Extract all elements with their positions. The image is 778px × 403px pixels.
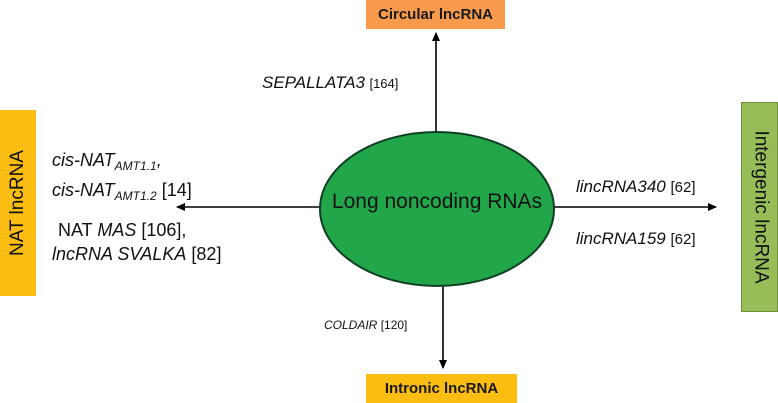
left-line-2: cis-NATAMT1.2 [14]	[52, 178, 192, 208]
left-line3-name: MAS	[97, 220, 137, 240]
left-line1-name: cis-NAT	[52, 150, 115, 170]
left-examples-lower: NAT MAS [106], lncRNA SVALKA [82]	[52, 218, 221, 266]
left-line-4: lncRNA SVALKA [82]	[52, 242, 221, 266]
intronic-lncrna-label: Intronic lncRNA	[384, 380, 499, 397]
left-line4-name: lncRNA SVALKA	[52, 244, 187, 264]
left-examples: cis-NATAMT1.1, cis-NATAMT1.2 [14]	[52, 148, 192, 208]
top-example-ref: [164]	[369, 76, 399, 91]
right-example1-ref: [62]	[670, 179, 696, 196]
right-example-2: lincRNA159 [62]	[576, 229, 696, 249]
nat-lncrna-box: NAT lncRNA	[0, 110, 36, 296]
right-example1-name: lincRNA340	[576, 177, 666, 196]
left-line4-ref: [82]	[191, 244, 222, 264]
left-line-1: cis-NATAMT1.1,	[52, 148, 192, 178]
right-example-1: lincRNA340 [62]	[576, 177, 696, 197]
top-example-name: SEPALLATA3	[262, 73, 365, 92]
left-line2-ref: [14]	[161, 180, 192, 200]
nat-lncrna-label: NAT lncRNA	[7, 150, 28, 256]
right-example2-name: lincRNA159	[576, 229, 666, 248]
left-line3-prefix: NAT	[58, 220, 93, 240]
right-example2-ref: [62]	[670, 231, 696, 248]
left-line3-ref: [106],	[141, 220, 187, 240]
left-line1-sep: ,	[156, 150, 162, 170]
circular-lncrna-label: Circular lncRNA	[377, 6, 494, 23]
left-line-3: NAT MAS [106],	[52, 218, 221, 242]
circular-lncrna-box: Circular lncRNA	[366, 0, 505, 29]
center-label: Long noncoding RNAs	[331, 190, 543, 213]
left-line2-name: cis-NAT	[52, 180, 115, 200]
intergenic-lncrna-box: Intergenic lncRNA	[741, 102, 778, 312]
left-line2-sub: AMT1.2	[114, 189, 157, 203]
center-ellipse	[319, 131, 555, 287]
top-example: SEPALLATA3 [164]	[262, 73, 398, 93]
intronic-lncrna-box: Intronic lncRNA	[366, 374, 517, 403]
left-line1-sub: AMT1.1	[114, 159, 157, 173]
bottom-example-ref: [120]	[380, 318, 408, 332]
intergenic-lncrna-label: Intergenic lncRNA	[750, 130, 772, 284]
bottom-example: COLDAIR [120]	[324, 318, 407, 332]
bottom-example-name: COLDAIR	[324, 318, 378, 332]
